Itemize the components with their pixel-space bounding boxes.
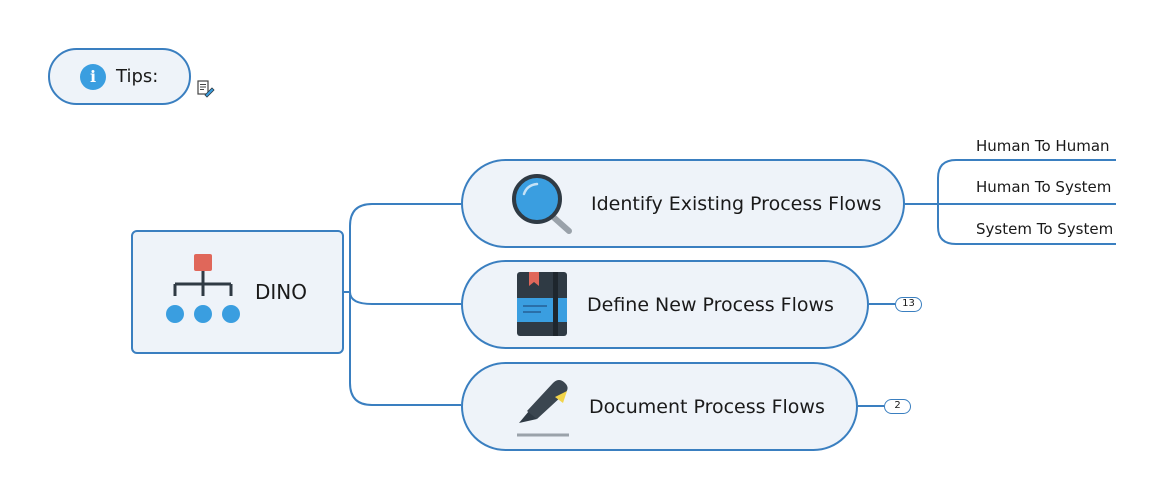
topic-define-new[interactable]: Define New Process Flows — [461, 260, 869, 349]
subtopic-human-to-human[interactable]: Human To Human — [976, 137, 1110, 155]
topic-label: Identify Existing Process Flows — [591, 192, 882, 215]
tips-label: Tips: — [116, 66, 159, 87]
topic-document[interactable]: Document Process Flows — [461, 362, 858, 451]
tips-node[interactable]: i Tips: — [48, 48, 191, 105]
org-chart-icon — [166, 254, 240, 323]
note-edit-icon[interactable] — [197, 80, 215, 98]
pen-icon — [517, 379, 569, 436]
subtopic-system-to-system[interactable]: System To System — [976, 220, 1114, 238]
collapsed-count-badge[interactable]: 2 — [884, 399, 911, 414]
topic-label: Document Process Flows — [589, 395, 825, 418]
magnifier-icon — [512, 173, 572, 234]
info-icon: i — [80, 63, 106, 90]
root-label: DINO — [255, 280, 308, 304]
topic-label: Define New Process Flows — [587, 293, 834, 316]
root-topic[interactable]: DINO — [131, 230, 344, 354]
notebook-icon — [517, 271, 567, 336]
collapsed-count-badge[interactable]: 13 — [895, 297, 922, 312]
topic-identify-existing[interactable]: Identify Existing Process Flows — [461, 159, 905, 248]
subtopic-human-to-system[interactable]: Human To System — [976, 178, 1112, 196]
